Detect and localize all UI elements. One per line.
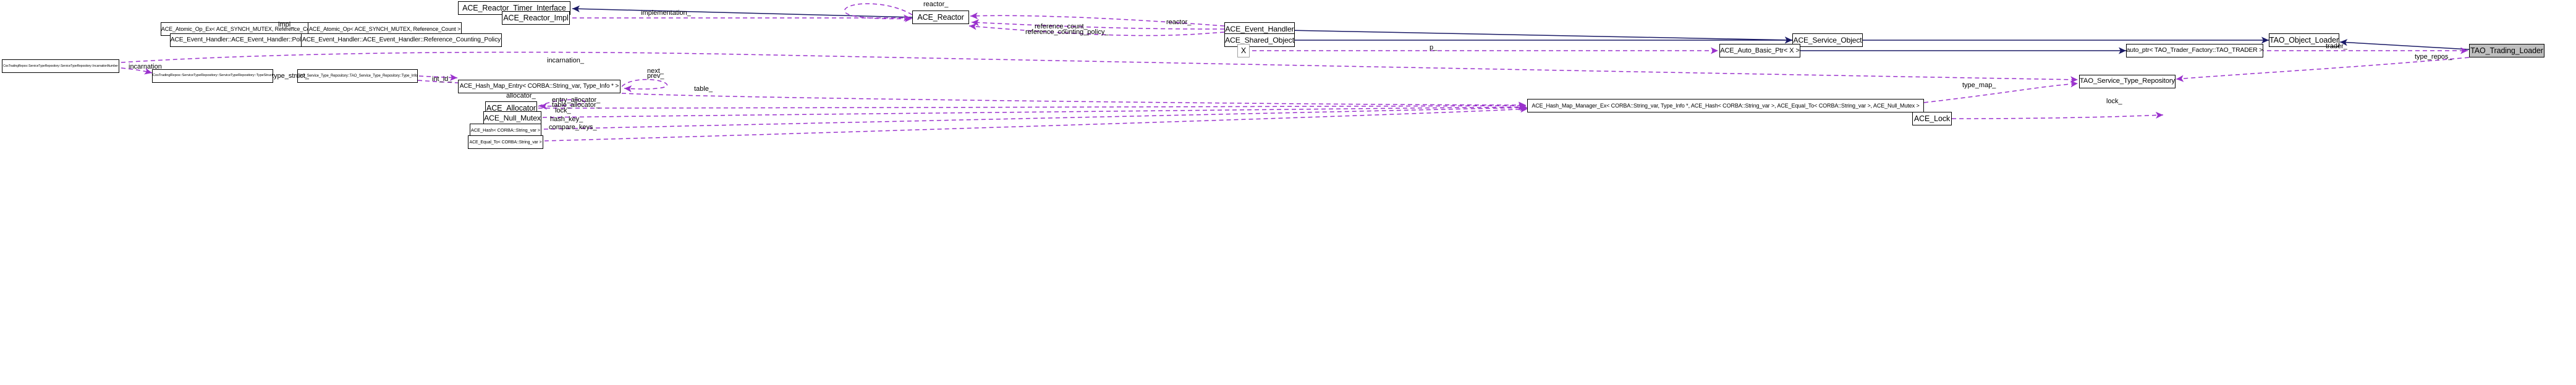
edge-label-p-underscore: p_	[1430, 44, 1438, 51]
edge-label-type-struct: type_struct_	[272, 72, 309, 80]
class-node-tao_service_type_repository_type_info[interactable]: TAO_Service_Type_Repository::TAO_Service…	[297, 69, 418, 83]
class-node-ace_reactor[interactable]: ACE_Reactor	[912, 11, 969, 24]
class-node-ace_null_mutex[interactable]: ACE_Null_Mutex	[483, 111, 541, 125]
class-node-ace_event_handler_ref_counting_policy[interactable]: ACE_Event_Handler::ACE_Event_Handler::Re…	[301, 33, 502, 47]
class-node-auto_ptr_tao_trader[interactable]: auto_ptr< TAO_Trader_Factory::TAO_TRADER…	[2126, 44, 2263, 57]
edge-label-type-map: type_map_	[1962, 82, 1996, 89]
edge-label-next: next_	[647, 67, 664, 75]
class-node-x_node[interactable]: X	[1237, 44, 1250, 57]
edge-label-lock-right: lock_	[2106, 98, 2122, 105]
edge-label-impl: impl_	[278, 21, 295, 28]
class-node-ace_shared_object[interactable]: ACE_Shared_Object	[1224, 33, 1295, 47]
edge-label-hash-key: hash_key_	[550, 116, 583, 123]
edge-label-prev: prev_	[647, 72, 664, 80]
class-node-ace_service_object[interactable]: ACE_Service_Object	[1792, 33, 1863, 47]
edge-label-lock-left: lock_	[555, 107, 571, 114]
edge-label-type-repos: type_repos_	[2415, 53, 2452, 61]
edge-label-incarnation-top: incarnation_	[547, 57, 584, 64]
class-node-ace_reactor_impl[interactable]: ACE_Reactor_Impl	[502, 11, 570, 25]
class-node-ace_equal_to_string_var[interactable]: ACE_Equal_To< CORBA::String_var >	[468, 135, 543, 149]
class-node-tao_trading_loader[interactable]: TAO_Trading_Loader	[2469, 44, 2544, 57]
edge-label-reference-counting-policy: reference_counting_policy_	[1025, 28, 1109, 36]
edge-label-entry-allocator: entry_allocator_	[552, 96, 601, 104]
class-node-ace_hash_map_manager_ex[interactable]: ACE_Hash_Map_Manager_Ex< CORBA::String_v…	[1527, 99, 1924, 112]
edge-label-table: table_	[694, 85, 713, 93]
edge-label-int-id: int_id_	[432, 75, 452, 83]
class-node-costrading_type_struct[interactable]: CosTradingRepos::ServiceTypeRepository::…	[152, 69, 273, 83]
edge-label-compare-keys: compare_keys_	[549, 124, 597, 131]
edge-label-trader: trader_	[2326, 43, 2347, 50]
edge-label-allocator-self: allocator_	[506, 92, 536, 99]
edge-label-table-allocator: table_allocator_	[552, 101, 600, 109]
edge-label-implementation: implementation_	[641, 9, 691, 17]
class-node-ace_hash_map_entry[interactable]: ACE_Hash_Map_Entry< CORBA::String_var, T…	[458, 80, 621, 93]
edge-label-incarnation: incarnation	[129, 63, 162, 70]
edge-label-reference-count: reference_count_	[1035, 23, 1088, 30]
class-node-tao_object_loader[interactable]: TAO_Object_Loader	[2269, 33, 2339, 47]
class-node-ace_event_handler_policy[interactable]: ACE_Event_Handler::ACE_Event_Handler::Po…	[170, 33, 309, 47]
edge-label-reactor-right: reactor_	[1166, 19, 1192, 26]
edge-label-reactor-top: reactor_	[923, 1, 949, 8]
class-node-tao_service_type_repository[interactable]: TAO_Service_Type_Repository	[2079, 75, 2176, 88]
class-node-ace_auto_basic_ptr_x[interactable]: ACE_Auto_Basic_Ptr< X >	[1719, 44, 1800, 57]
class-node-ace_lock[interactable]: ACE_Lock	[1912, 112, 1952, 125]
class-node-costrading_incarnation_number[interactable]: CosTradingRepos::ServiceTypeRepository::…	[2, 59, 119, 73]
